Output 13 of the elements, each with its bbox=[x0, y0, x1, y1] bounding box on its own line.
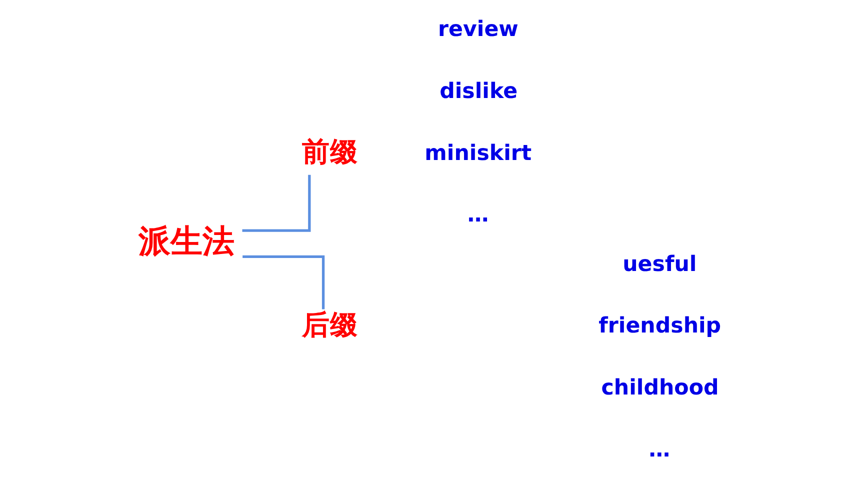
node-text: 派生法 bbox=[138, 222, 235, 260]
node-text: 后缀 bbox=[302, 308, 358, 342]
label: review bbox=[438, 17, 518, 42]
connector bbox=[242, 255, 325, 310]
connector bbox=[242, 174, 311, 232]
label: childhood bbox=[601, 376, 719, 401]
label: dislike bbox=[440, 78, 518, 104]
label: … bbox=[648, 437, 670, 462]
label: uesful bbox=[622, 252, 697, 277]
node-text: 前缀 bbox=[302, 135, 358, 168]
label: friendship bbox=[598, 314, 722, 339]
label: miniskirt bbox=[424, 140, 532, 166]
label: … bbox=[467, 202, 489, 228]
